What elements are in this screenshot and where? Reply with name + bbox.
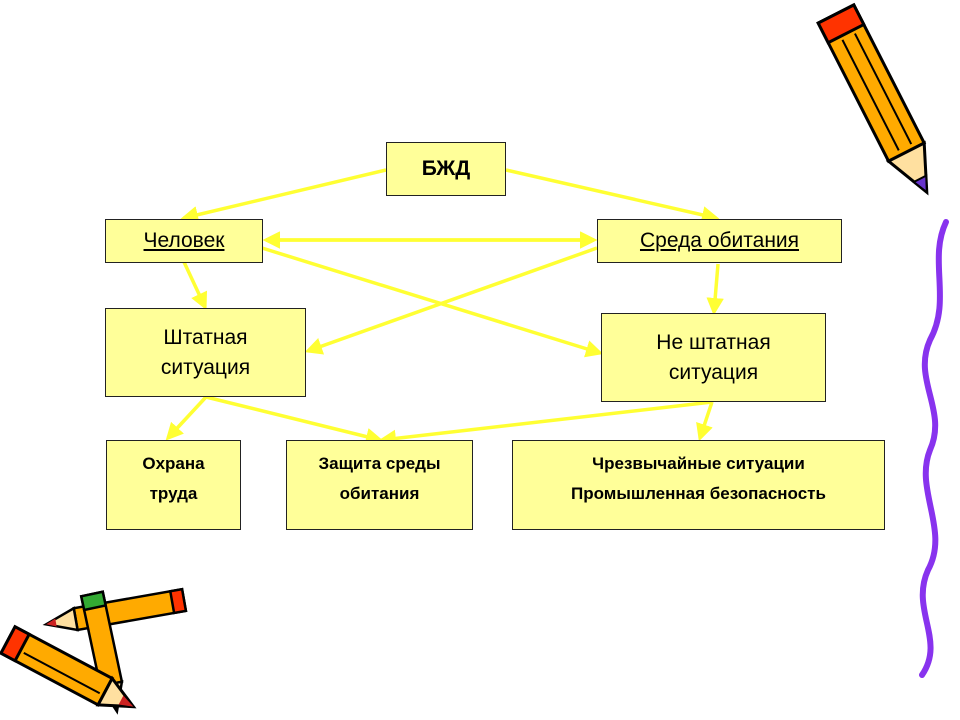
arrow-environment-to-normal [304,246,598,355]
box-labor-protection: Охрана труда [106,440,241,530]
arrow-root-to-human [180,168,387,224]
box-abnormal-situation: Не штатная ситуация [601,313,826,402]
box-human-label: Человек [143,229,225,252]
arrow-abnormal-to-emergencies [696,401,714,442]
box-environment-label: Среда обитания [639,229,800,252]
box-environment: Среда обитания [597,219,842,263]
box-human: Человек [105,219,263,263]
box-root: БЖД [386,142,506,196]
box-normal-situation: Штатная ситуация [105,308,306,397]
arrow-abnormal-to-protection [378,400,713,448]
arrow-human-to-abnormal [261,246,604,358]
box-environment-protection: Защита среды обитания [286,440,473,530]
arrow-normal-to-labor [165,395,208,441]
arrow-normal-to-protection [205,395,384,446]
arrow-root-to-environment [505,168,720,224]
arrow-environment-to-abnormal [706,263,724,316]
arrow-human-to-normal [182,261,208,311]
box-emergencies: Чрезвычайные ситуации Промышленная безоп… [512,440,885,530]
